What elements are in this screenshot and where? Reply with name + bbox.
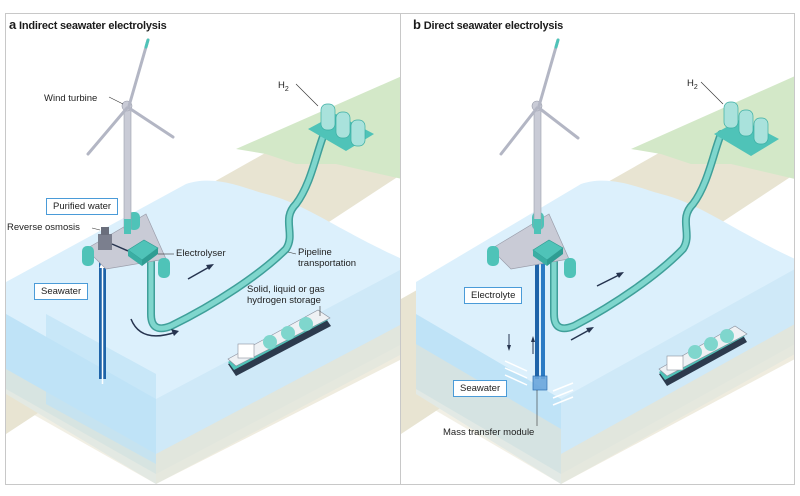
callout-purified-water: Purified water [46, 198, 119, 215]
reverse-osmosis-unit [98, 234, 112, 250]
label-wind-turbine: Wind turbine [44, 93, 98, 104]
sand-right [561, 324, 794, 484]
sea-bottom-left [6, 369, 156, 484]
hydrogen-storage-ship [227, 309, 331, 376]
label-h2: H2 [687, 78, 698, 91]
callout-seawater: Seawater [453, 380, 508, 397]
blade-up [127, 38, 150, 108]
sand-right [156, 325, 400, 484]
blade-right [127, 106, 175, 139]
tank-3 [350, 119, 366, 147]
hydrogen-storage-ship [658, 325, 748, 386]
sand-left [416, 344, 561, 484]
label-reverse-osmosis: Reverse osmosis [7, 222, 80, 233]
seawater-inflow-arrows [504, 360, 574, 406]
callout-electrolyte: Electrolyte [464, 287, 523, 304]
tank-3 [753, 117, 769, 145]
label-h2: H2 [278, 80, 289, 93]
float-right [158, 258, 170, 278]
mass-transfer-module [532, 375, 548, 391]
turbine-tower [123, 108, 132, 230]
tank-2 [738, 109, 754, 137]
float-left [487, 246, 499, 266]
tank-1 [723, 101, 739, 129]
electrolyte-pipe-up [541, 254, 545, 379]
flow-arrow [187, 265, 212, 280]
tank-1 [320, 103, 336, 131]
label-electrolyser: Electrolyser [176, 248, 226, 259]
direct-scene [401, 38, 794, 484]
pipeline-fill [148, 131, 327, 331]
blade-up [537, 38, 560, 108]
turbine-tower [533, 108, 542, 230]
sea-side-left-depth [46, 314, 156, 464]
electrolyte-pipe-down [535, 254, 539, 379]
float-right [564, 258, 576, 278]
indirect-scene [6, 38, 400, 484]
blade-left [499, 106, 539, 156]
callout-seawater: Seawater [34, 283, 89, 300]
curved-flow-arrow [130, 318, 177, 337]
label-mass-transfer-module: Mass transfer module [443, 427, 535, 438]
blade-right [537, 106, 580, 140]
tank-2 [335, 111, 351, 139]
float-left [82, 246, 94, 266]
blade-left [86, 106, 129, 156]
